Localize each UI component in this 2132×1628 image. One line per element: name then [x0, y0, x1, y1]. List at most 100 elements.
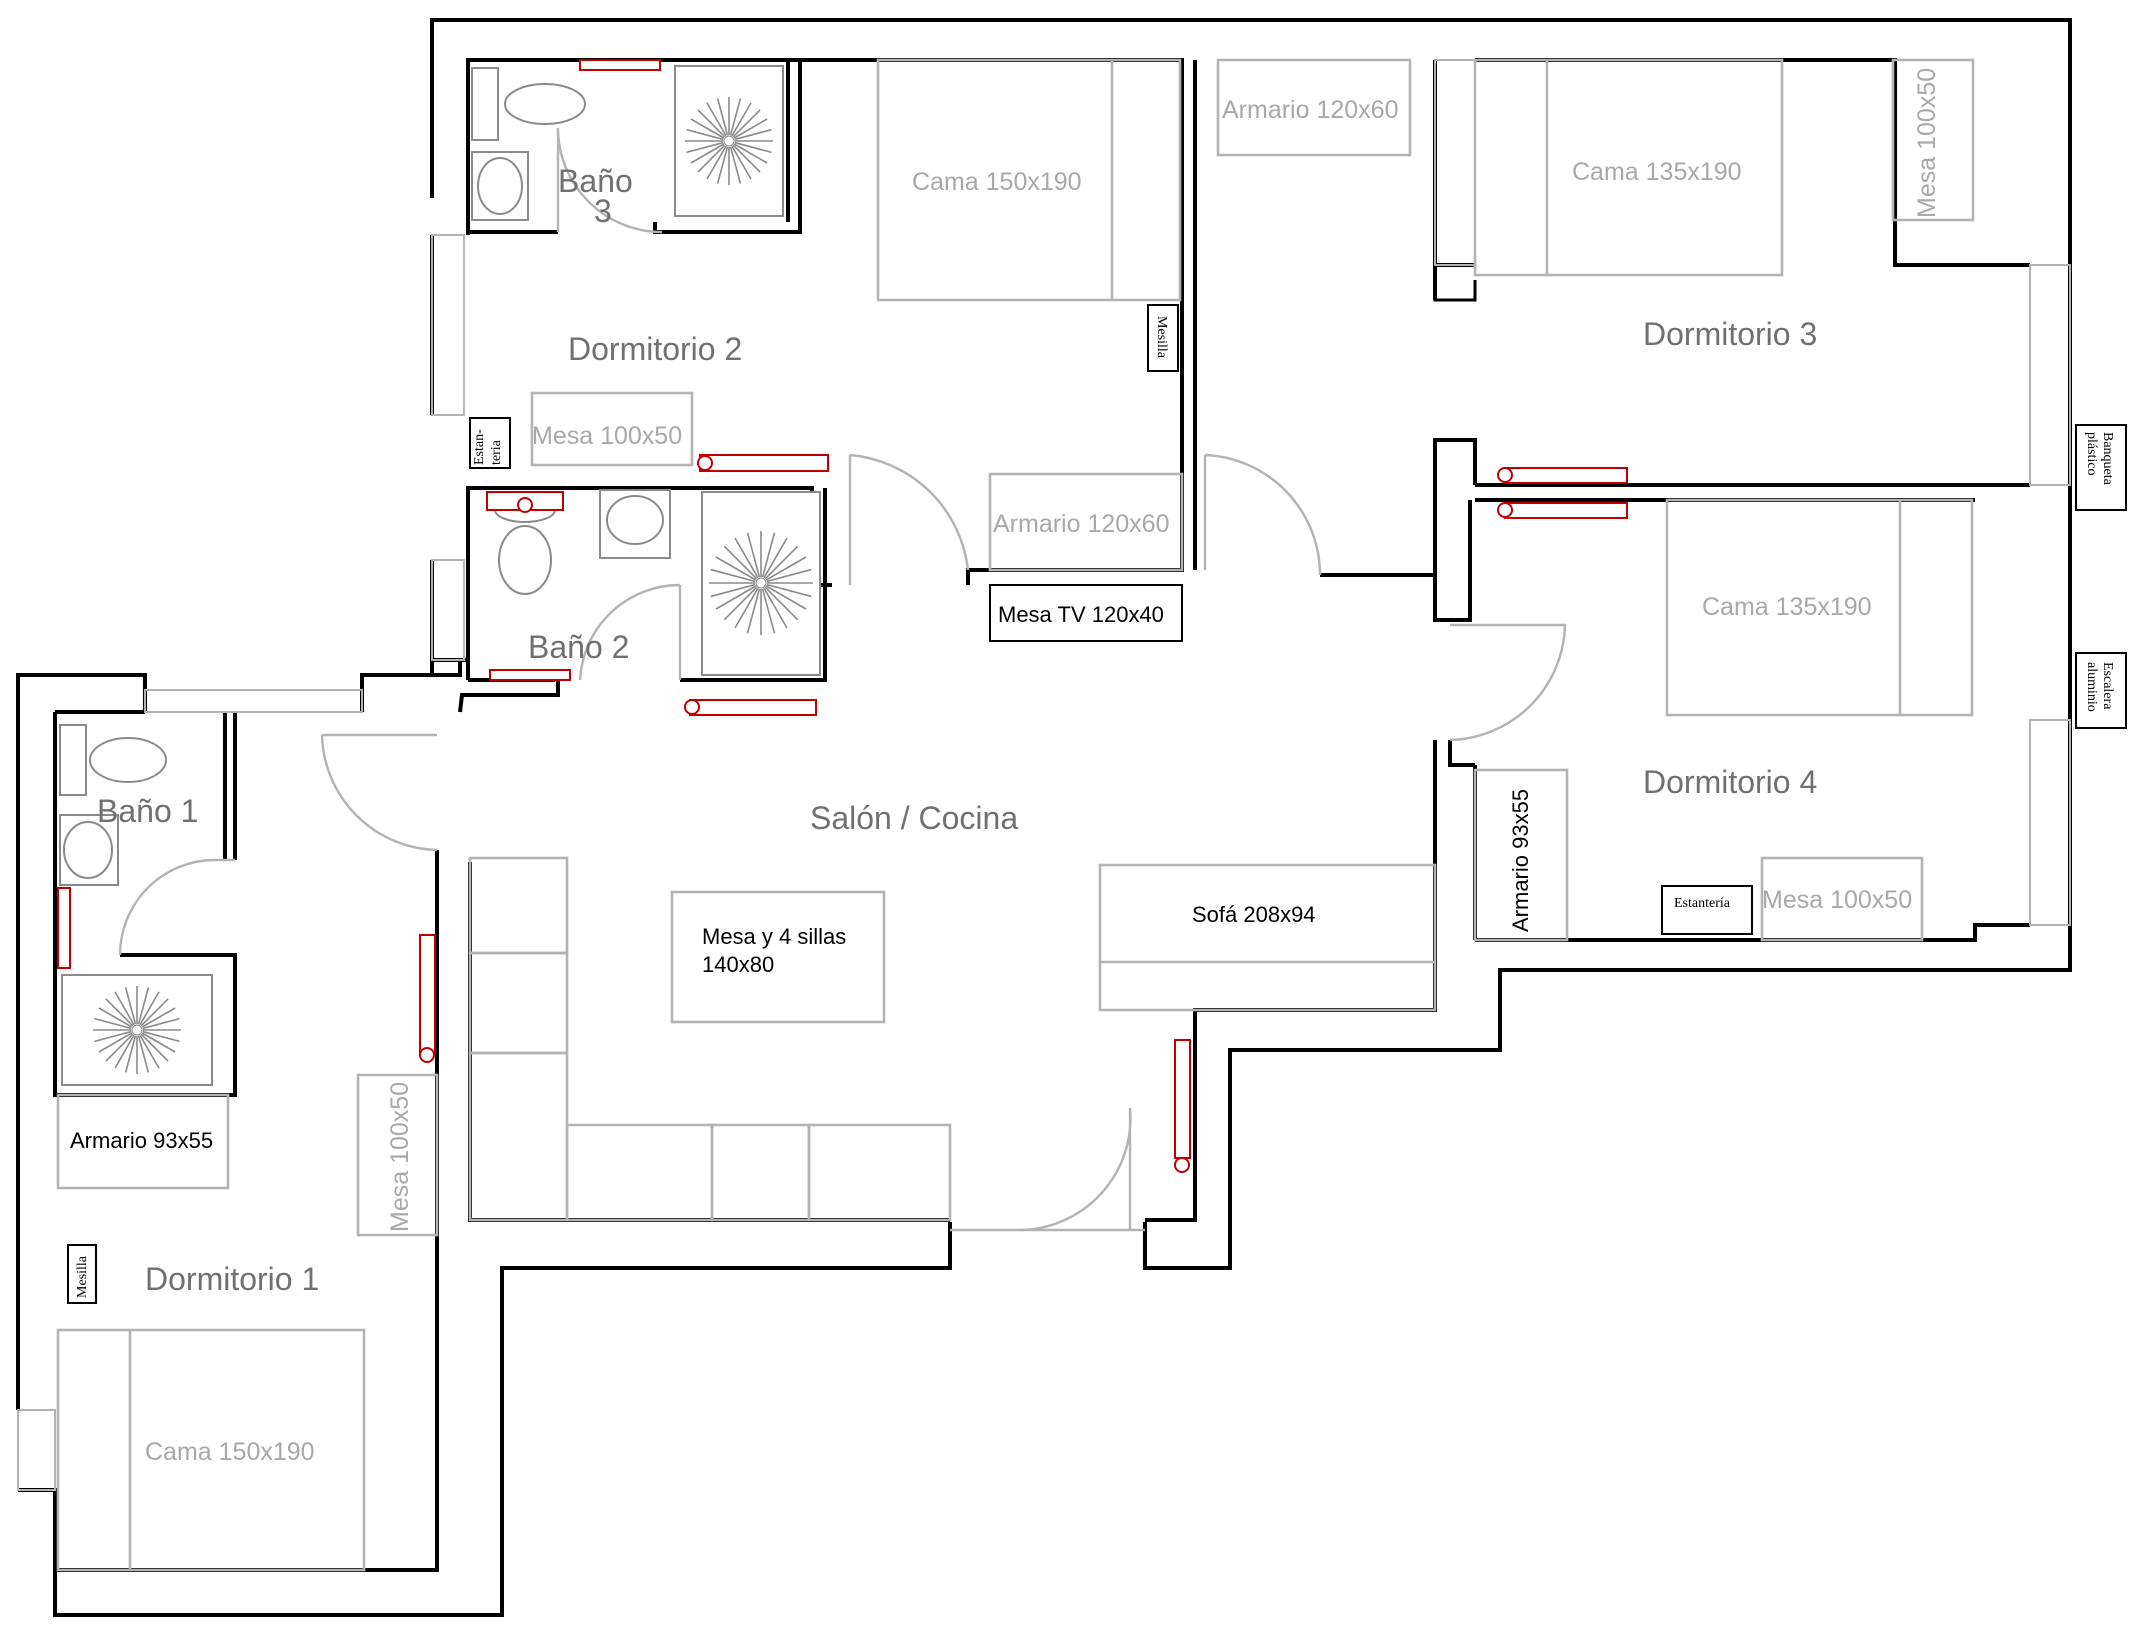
- d1-wardrobe: [56, 1093, 230, 1190]
- d1-nightstand-label: Mesilla: [75, 1255, 90, 1298]
- drain-ray: [731, 102, 752, 137]
- dormitorio4-label: Dormitorio 4: [1643, 764, 1817, 800]
- drain-ray: [139, 991, 160, 1026]
- d4-bottom: [1448, 740, 1475, 767]
- drain-ray: [710, 583, 756, 598]
- window-bano2: [431, 559, 465, 661]
- drain-ray: [766, 568, 812, 583]
- escalera-label-b: aluminio: [2084, 662, 2099, 712]
- d1-wardrobe-label: Armario 93x55: [70, 1128, 213, 1153]
- radiator-bano3: [579, 59, 661, 71]
- drain-center: [723, 135, 735, 147]
- radiator-bano2: [489, 669, 571, 681]
- tv-table: [989, 584, 1183, 642]
- window-d1: [17, 1409, 56, 1491]
- furniture: [56, 58, 2127, 1572]
- drain-ray: [715, 556, 757, 581]
- d3-wardrobe: [1216, 58, 1412, 157]
- drain-ray: [98, 1007, 133, 1028]
- window-d3: [2029, 264, 2071, 486]
- bano3-toilet-tank: [471, 67, 499, 141]
- kitchen: [468, 856, 952, 1222]
- d3-stub-b: [1433, 280, 1477, 302]
- door-entrance-d1: [320, 733, 438, 852]
- drain-ray: [734, 128, 772, 141]
- drain-center: [131, 1024, 143, 1036]
- drain-ray: [137, 987, 150, 1025]
- drain-ray: [746, 588, 761, 634]
- radiator-entrance: [1174, 1039, 1191, 1159]
- d3-bed: [1473, 58, 1784, 277]
- salon-label: Salón / Cocina: [810, 800, 1018, 836]
- drain-ray: [761, 532, 776, 578]
- kitchen-counter-c: [468, 1051, 569, 1222]
- window-salon-top: [144, 689, 363, 713]
- drain-ray: [686, 128, 724, 141]
- door-bano2: [578, 583, 682, 681]
- banqueta-label-a: Banqueta: [2100, 432, 2115, 486]
- sofa: [1098, 863, 1437, 1012]
- kitchen-counter-a: [468, 856, 569, 955]
- d2-shelf: [469, 417, 511, 469]
- door-main: [1019, 1107, 1132, 1232]
- drain-ray: [732, 144, 761, 173]
- shower-drains: [93, 97, 813, 1074]
- bano1-top-wall: [362, 658, 462, 677]
- drain-ray: [124, 987, 137, 1025]
- drain-ray: [105, 1033, 134, 1062]
- salon-left-wall: [53, 850, 439, 1580]
- radiators: [57, 59, 1628, 1173]
- d3-top-wall: [1475, 58, 2030, 267]
- d2-desk-label: Mesa 100x50: [532, 422, 682, 450]
- bano3-toilet-bowl: [504, 83, 586, 125]
- walls: [16, 18, 2072, 1617]
- d1-bed: [56, 1328, 366, 1572]
- drain-ray: [706, 102, 727, 137]
- drain-ray: [723, 586, 758, 621]
- bano3-label-1: Baño: [558, 163, 633, 199]
- drain-ray: [729, 98, 742, 136]
- drain-ray: [732, 109, 761, 138]
- window-d2: [431, 234, 465, 416]
- radiator-d3: [1504, 467, 1628, 484]
- bano2-label: Baño 2: [528, 629, 629, 665]
- radiator-d3-valve: [1497, 467, 1513, 483]
- radiator-entrance-valve: [1174, 1157, 1190, 1173]
- drain-ray: [733, 143, 768, 164]
- salon-top-segment: [458, 680, 560, 713]
- sofa-label: Sofá 208x94: [1192, 902, 1316, 927]
- drain-ray: [114, 991, 135, 1026]
- drain-ray: [729, 146, 742, 184]
- bano3-sink-bowl: [477, 157, 523, 215]
- drain-ray: [763, 537, 788, 579]
- room-labels: Baño 3 Dormitorio 2 Dormitorio 3 Dormito…: [97, 163, 1817, 1297]
- radiator-bano1: [57, 887, 71, 969]
- door-d4: [1449, 623, 1567, 742]
- drain-ray: [105, 998, 134, 1027]
- d2-wardrobe-label: Armario 120x60: [993, 510, 1169, 538]
- furniture-labels: Cama 150x190 Mesilla Mesa 100x50 Estan- …: [70, 68, 2115, 1466]
- drain-ray: [137, 1035, 150, 1073]
- d1-desk-label: Mesa 100x50: [386, 1082, 414, 1232]
- dormitorio3-label: Dormitorio 3: [1643, 316, 1817, 352]
- d4-shelf-label: Estantería: [1674, 896, 1731, 911]
- d1-nightstand: [67, 1244, 97, 1304]
- radiator-salon-top-valve: [684, 699, 700, 715]
- d4-bed-label: Cama 135x190: [1702, 593, 1872, 621]
- d2-desk: [530, 391, 694, 467]
- d1-desk: [356, 1073, 439, 1237]
- radiator-d4-valve: [1497, 502, 1513, 518]
- d4-desk-label: Mesa 100x50: [1762, 886, 1912, 914]
- escalera-label-a: Escalera: [2100, 662, 2115, 710]
- bano1-sink-bowl: [63, 821, 113, 879]
- drain-ray: [140, 998, 169, 1027]
- drain-ray: [690, 143, 725, 164]
- d4-wardrobe-label: Armario 93x55: [1508, 789, 1533, 932]
- d4-wardrobe: [1473, 768, 1569, 942]
- drain-ray: [141, 1032, 176, 1053]
- kitchen-counter-d: [565, 1123, 714, 1222]
- d3-wardrobe-label: Armario 120x60: [1222, 96, 1398, 124]
- drain-ray: [697, 109, 726, 138]
- drain-ray: [765, 585, 807, 610]
